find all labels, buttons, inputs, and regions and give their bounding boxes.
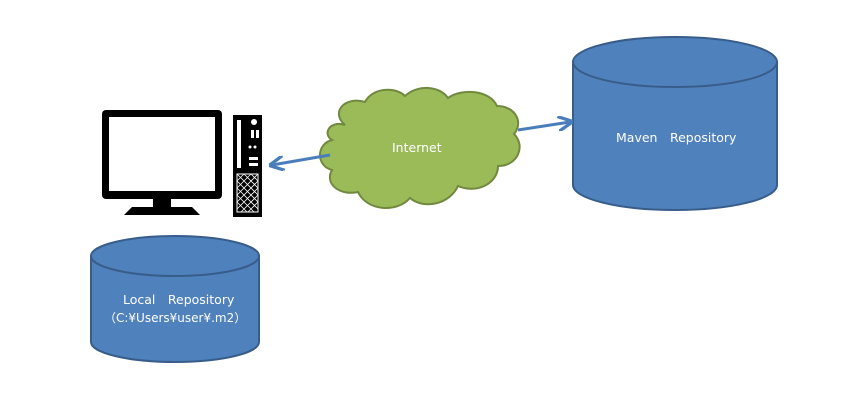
desktop-computer-icon (102, 110, 262, 217)
maven-repository-label: Maven Repository (616, 130, 737, 145)
arrow-internet-to-computer (272, 153, 331, 165)
internet-cloud: Internet (319, 87, 521, 210)
arrow-internet-to-maven-repository (517, 122, 570, 132)
computer-tower-icon (233, 115, 262, 217)
internet-label: Internet (392, 140, 442, 155)
local-repository-cylinder: Local Repository （C:¥Users¥user¥.m2） (90, 235, 260, 363)
local-repository-label: Local Repository (123, 292, 235, 307)
maven-repository-cylinder: Maven Repository (572, 36, 778, 211)
local-repository-path: （C:¥Users¥user¥.m2） (104, 311, 246, 325)
